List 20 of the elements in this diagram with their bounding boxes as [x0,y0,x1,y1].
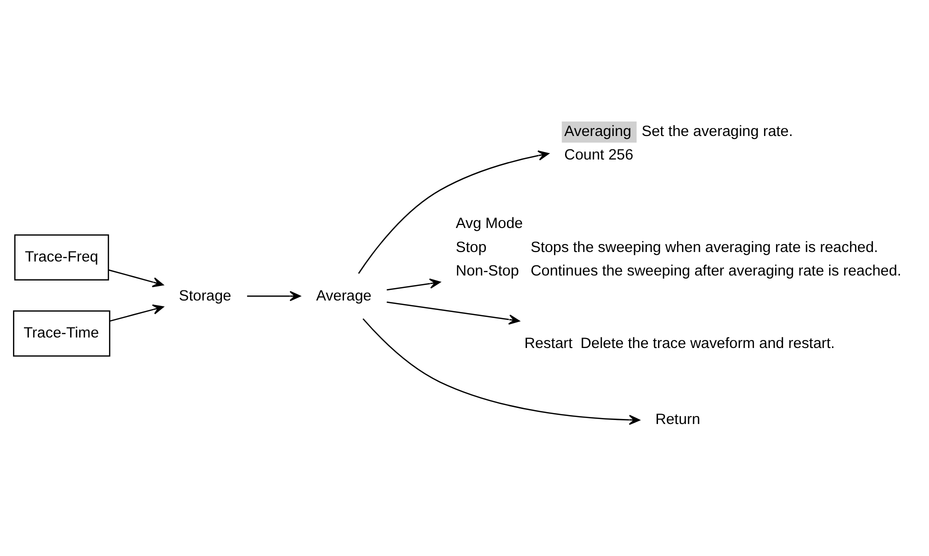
arrow [108,269,164,288]
arrow [386,278,441,291]
arrow [110,304,164,322]
node-box: Trace-Time [13,310,110,357]
node-label: Stops the sweeping when averaging rate is reached. [530,238,878,256]
arrow [362,318,640,425]
node-text: Avg Mode Stop Non-Stop [456,215,523,280]
node-text: Storage [178,288,232,305]
arrow [247,290,301,302]
arrow [386,301,520,325]
node-box: Trace-Freq [14,234,110,280]
arrow [358,150,550,274]
node-label: Set the averaging rate. [642,122,793,140]
node-label: Delete the trace waveform and restart. [580,334,835,352]
node-label: Continues the sweeping after averaging rate is reached. [530,262,902,280]
node-box: Averaging [562,121,637,143]
node-label: Count 256 [564,146,634,164]
node-text: Restart [524,334,573,352]
node-text: Average [316,288,372,305]
node-text: Return [655,411,700,428]
